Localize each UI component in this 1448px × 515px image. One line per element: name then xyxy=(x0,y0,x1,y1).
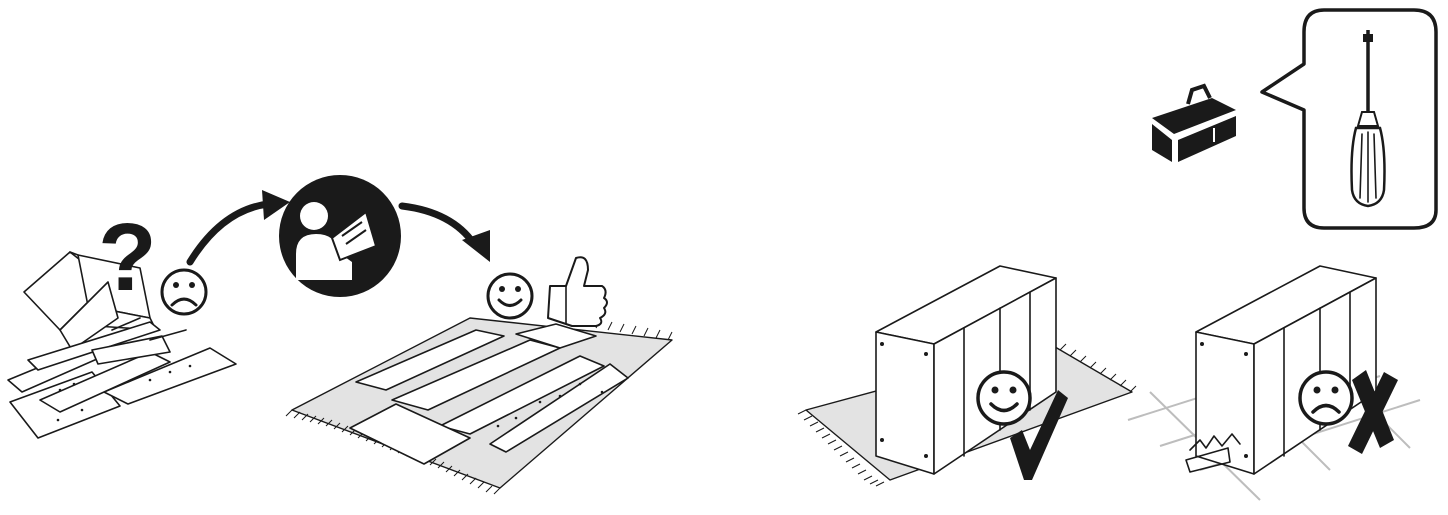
scene-cabinet-on-tiles xyxy=(1127,265,1421,501)
screwdriver-icon xyxy=(1350,30,1386,208)
scene-unpacked-parts: ? xyxy=(7,204,237,439)
happy-face-icon xyxy=(976,370,1032,426)
read-manual-icon xyxy=(279,175,401,297)
cross-mark-icon xyxy=(1348,370,1398,454)
loose-panels xyxy=(7,317,237,439)
screwdriver-callout xyxy=(1260,8,1438,230)
check-mark-icon xyxy=(1010,390,1068,480)
sad-face-icon xyxy=(160,268,208,316)
scene-parts-on-rug xyxy=(285,313,673,495)
cabinet xyxy=(875,265,1057,475)
arrow-icon xyxy=(186,190,290,266)
scene-cabinet-on-rug xyxy=(797,265,1137,487)
scratch-marks xyxy=(1185,433,1241,473)
sorted-panels xyxy=(349,323,629,465)
arrow-icon xyxy=(398,202,490,262)
cabinet xyxy=(1195,265,1377,475)
toolbox-icon xyxy=(1152,83,1236,162)
thumbs-up-icon xyxy=(547,256,608,327)
happy-face-icon xyxy=(486,272,534,320)
question-mark-icon: ? xyxy=(98,204,157,311)
sad-face-icon xyxy=(1298,370,1354,426)
open-box xyxy=(23,251,157,351)
